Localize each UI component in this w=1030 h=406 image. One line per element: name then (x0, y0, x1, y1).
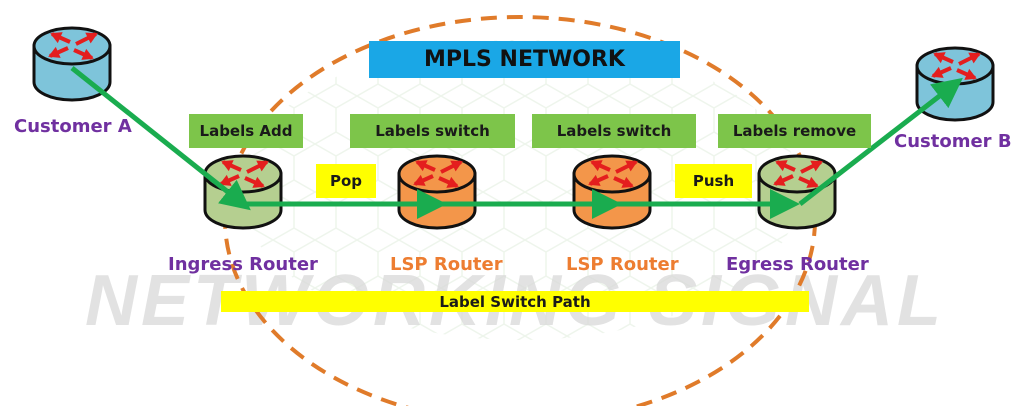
router-arrows-icon (773, 160, 823, 188)
lsp-2-router-icon (572, 154, 652, 230)
ingress-router-label: Ingress Router (168, 254, 318, 275)
link-egress-to-customer-b (798, 77, 963, 206)
egress-router-label: Egress Router (726, 254, 869, 275)
push-text: Push (692, 172, 735, 190)
lsp-router-1-label: LSP Router (390, 254, 503, 275)
operation-labels-switch-1: Labels switch (350, 114, 515, 148)
customer-a-label: Customer A (14, 116, 132, 137)
pop-label: Pop (316, 164, 376, 198)
router-arrows-icon (413, 160, 463, 188)
router-arrows-icon (931, 52, 981, 80)
operation-labels-remove: Labels remove (718, 114, 871, 148)
operation-label-text: Labels switch (556, 122, 672, 140)
lsp-1-router-icon (397, 154, 477, 230)
label-switch-path-bar: Label Switch Path (221, 291, 809, 312)
customer-a-router-icon (32, 26, 112, 102)
operation-label-text: Labels switch (375, 122, 490, 140)
customer-b-label: Customer B (894, 131, 1012, 152)
title-text: MPLS NETWORK (424, 47, 625, 72)
lsp-router-2-label: LSP Router (566, 254, 679, 275)
push-label: Push (675, 164, 752, 198)
operation-labels-switch-2: Labels switch (532, 114, 696, 148)
pop-text: Pop (329, 172, 363, 190)
operation-labels-add: Labels Add (189, 114, 303, 148)
egress-router-icon (757, 154, 837, 230)
operation-label-text: Labels remove (732, 122, 857, 140)
link-customer-a-to-ingress (70, 66, 251, 211)
operation-label-text: Labels Add (199, 122, 293, 140)
label-switch-path-text: Label Switch Path (439, 292, 591, 311)
router-arrows-icon (48, 32, 98, 60)
ingress-router-icon (203, 154, 283, 230)
router-arrows-icon (588, 160, 638, 188)
mpls-network-title: MPLS NETWORK (369, 41, 680, 78)
